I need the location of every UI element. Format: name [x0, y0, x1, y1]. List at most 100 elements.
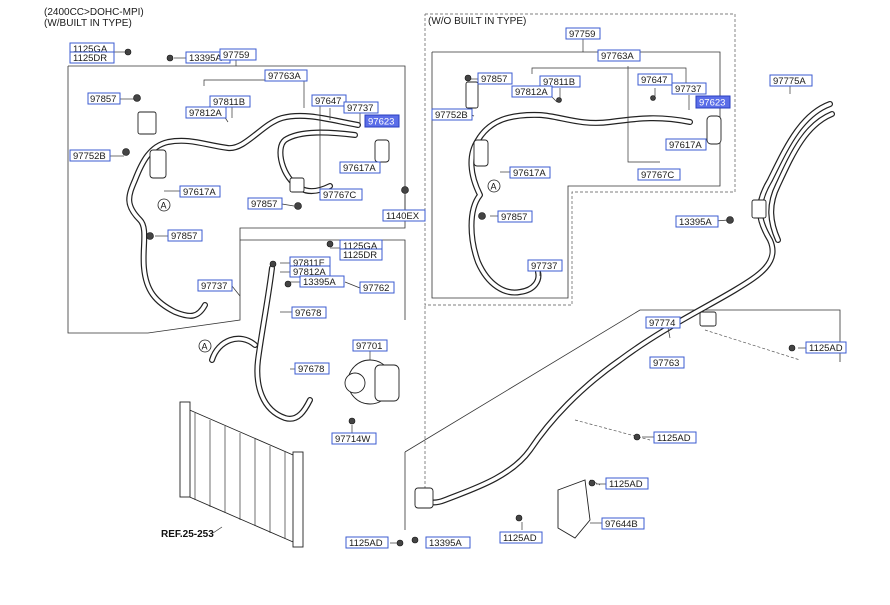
svg-text:97737: 97737	[531, 261, 557, 272]
part-label-97623[interactable]: 97623	[695, 95, 731, 109]
part-label-97623[interactable]: 97623	[364, 114, 400, 128]
part-label-97774[interactable]: 97774	[645, 316, 681, 329]
part-label-97857[interactable]: 97857	[167, 229, 203, 242]
part-label-97857[interactable]: 97857	[477, 72, 513, 85]
condenser-tank-right	[292, 451, 304, 548]
part-label-97752b[interactable]: 97752B	[69, 149, 111, 162]
part-label-13395a[interactable]: 13395A	[425, 536, 471, 549]
part-label-97647[interactable]: 97647	[311, 94, 347, 107]
svg-text:97644B: 97644B	[605, 519, 638, 530]
svg-text:97623: 97623	[368, 117, 394, 128]
part-labels: 1125GA 1125DR 13395A 97759 97763A 97857 …	[69, 27, 847, 549]
svg-text:A: A	[161, 201, 167, 211]
bracket-part	[465, 81, 479, 109]
svg-text:97714W: 97714W	[335, 434, 370, 445]
part-label-97857[interactable]: 97857	[87, 92, 121, 105]
part-label-97857[interactable]: 97857	[247, 197, 283, 210]
bolt-icon	[326, 240, 334, 248]
inset-frame	[424, 13, 736, 306]
svg-text:13395A: 13395A	[303, 277, 336, 288]
part-label-97647[interactable]: 97647	[637, 73, 673, 86]
svg-text:1125AD: 1125AD	[657, 433, 691, 444]
part-label-97644b[interactable]: 97644B	[601, 517, 645, 530]
svg-text:97811B: 97811B	[213, 97, 245, 108]
bolt-icon	[166, 54, 174, 62]
part-label-97812a[interactable]: 97812A	[185, 106, 227, 119]
part-label-97737[interactable]: 97737	[343, 101, 379, 114]
part-label-97617a[interactable]: 97617A	[339, 161, 381, 174]
part-label-97752b[interactable]: 97752B	[431, 108, 473, 121]
svg-text:97617A: 97617A	[183, 187, 216, 198]
svg-text:97767C: 97767C	[641, 170, 674, 181]
bolt-icon	[788, 344, 796, 352]
svg-text:A: A	[202, 342, 208, 352]
part-label-97759[interactable]: 97759	[565, 27, 601, 40]
part-label-97811b[interactable]: 97811B	[539, 75, 581, 88]
svg-text:1125GA: 1125GA	[343, 241, 378, 252]
pipe-clamp	[751, 199, 767, 219]
part-label-97617a[interactable]: 97617A	[179, 185, 221, 198]
part-label-97763a[interactable]: 97763A	[597, 49, 641, 62]
part-label-97617a[interactable]: 97617A	[665, 138, 707, 151]
svg-text:1125AD: 1125AD	[503, 533, 537, 544]
part-label-97767c[interactable]: 97767C	[319, 188, 363, 201]
header-engine-spec: (2400CC>DOHC-MPI)	[44, 7, 144, 18]
svg-text:1125AD: 1125AD	[349, 538, 383, 549]
part-label-1125ad[interactable]: 1125AD	[605, 477, 649, 490]
part-label-1140ex[interactable]: 1140EX	[382, 209, 426, 222]
pressure-sensor	[374, 139, 390, 163]
svg-text:97775A: 97775A	[773, 76, 806, 87]
part-label-97737[interactable]: 97737	[197, 279, 233, 292]
part-label-1125dr[interactable]: 1125DR	[69, 51, 115, 64]
part-label-97701[interactable]: 97701	[352, 339, 388, 352]
svg-text:97752B: 97752B	[73, 151, 106, 162]
part-label-97857[interactable]: 97857	[497, 210, 533, 223]
reference-marker-a: A	[198, 339, 212, 353]
part-label-13395a[interactable]: 13395A	[675, 215, 719, 228]
part-label-97763a[interactable]: 97763A	[264, 69, 308, 82]
part-label-97678[interactable]: 97678	[291, 306, 327, 319]
part-label-97737[interactable]: 97737	[671, 82, 707, 95]
bolt-icon	[515, 514, 523, 522]
svg-text:97617A: 97617A	[669, 140, 702, 151]
part-label-13395a[interactable]: 13395A	[299, 275, 345, 288]
part-label-1125dr[interactable]: 1125DR	[339, 248, 383, 261]
reference-marker-a: A	[487, 179, 501, 193]
svg-text:97647: 97647	[315, 96, 341, 107]
bolt-icon	[556, 97, 562, 103]
part-label-97678[interactable]: 97678	[294, 362, 330, 375]
svg-text:A: A	[491, 182, 497, 192]
svg-text:97701: 97701	[356, 341, 382, 352]
part-label-1125ad[interactable]: 1125AD	[805, 341, 847, 354]
svg-text:1125AD: 1125AD	[809, 343, 843, 354]
svg-text:97737: 97737	[201, 281, 227, 292]
part-label-1125ad[interactable]: 1125AD	[345, 536, 389, 549]
part-label-97714w[interactable]: 97714W	[331, 432, 377, 445]
bolt-icon	[650, 95, 656, 101]
svg-text:97812A: 97812A	[189, 108, 222, 119]
svg-text:97617A: 97617A	[343, 163, 376, 174]
svg-text:97752B: 97752B	[435, 110, 468, 121]
part-label-97763[interactable]: 97763	[649, 356, 685, 369]
part-label-97617a[interactable]: 97617A	[509, 166, 551, 179]
part-label-97759[interactable]: 97759	[219, 48, 257, 61]
svg-text:97623: 97623	[699, 98, 725, 109]
part-label-1125ad[interactable]: 1125AD	[653, 431, 697, 444]
svg-text:97617A: 97617A	[513, 168, 546, 179]
part-label-97767c[interactable]: 97767C	[637, 168, 681, 181]
svg-text:97812A: 97812A	[293, 267, 326, 278]
bolt-icon	[464, 74, 472, 82]
clamp-part	[289, 177, 305, 193]
part-label-97762[interactable]: 97762	[359, 281, 395, 294]
part-label-97811b[interactable]: 97811B	[209, 95, 251, 108]
part-label-97737[interactable]: 97737	[527, 259, 563, 272]
part-label-1125ad[interactable]: 1125AD	[499, 531, 543, 544]
part-label-97812a[interactable]: 97812A	[511, 85, 553, 98]
svg-text:13395A: 13395A	[429, 538, 462, 549]
svg-text:97737: 97737	[347, 103, 373, 114]
bolt-icon	[133, 94, 141, 102]
svg-text:1125DR: 1125DR	[343, 250, 377, 261]
svg-text:13395A: 13395A	[679, 217, 712, 228]
part-label-97775a[interactable]: 97775A	[769, 74, 813, 87]
